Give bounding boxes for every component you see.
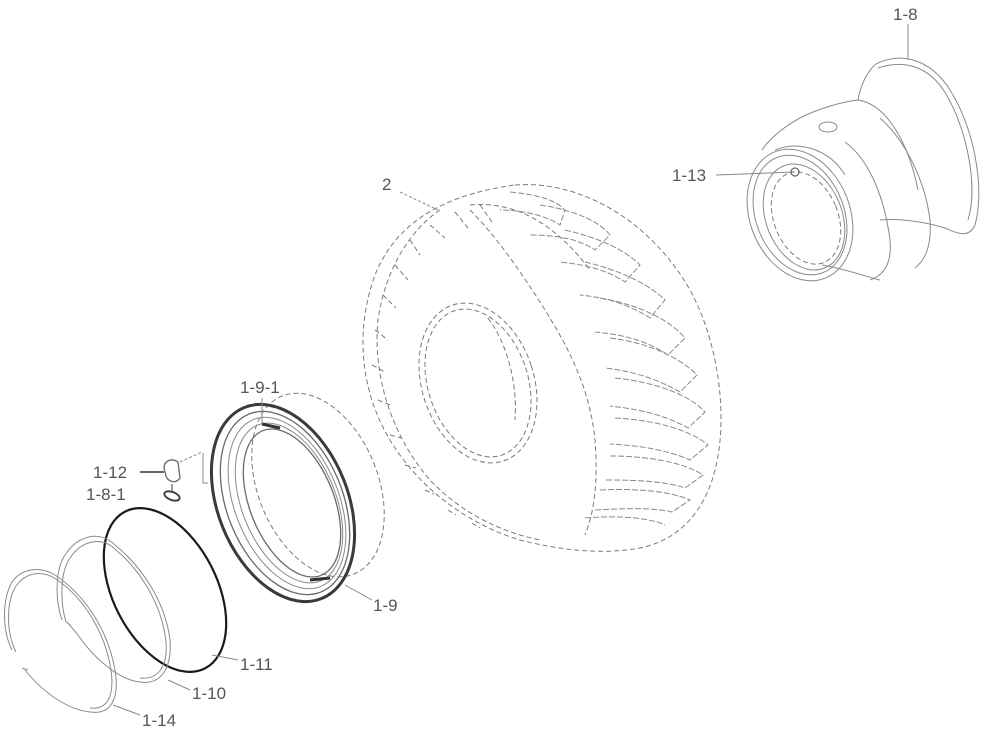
label-1-8-1: 1-8-1 <box>86 485 126 504</box>
label-1-10: 1-10 <box>192 684 226 703</box>
leader-lines <box>112 24 909 716</box>
lock-ring-part-1-14 <box>4 569 117 713</box>
label-1-14: 1-14 <box>142 711 176 730</box>
valve-part-1-12 <box>163 451 208 492</box>
label-1-13: 1-13 <box>672 166 706 185</box>
label-1-11: 1-11 <box>240 655 273 674</box>
tire-part-2 <box>362 184 722 552</box>
bead-seat-band-part-1-10 <box>56 535 171 683</box>
label-1-9-1: 1-9-1 <box>240 378 280 397</box>
label-1-8: 1-8 <box>893 5 918 24</box>
label-1-12: 1-12 <box>93 463 127 482</box>
label-2: 2 <box>382 175 391 194</box>
rim-part-1-8 <box>746 57 980 282</box>
label-1-9: 1-9 <box>373 596 398 615</box>
valve-nut-part-1-8-1 <box>163 490 181 502</box>
o-ring-part-1-11 <box>102 507 228 673</box>
side-ring-part-1-9 <box>209 392 385 604</box>
